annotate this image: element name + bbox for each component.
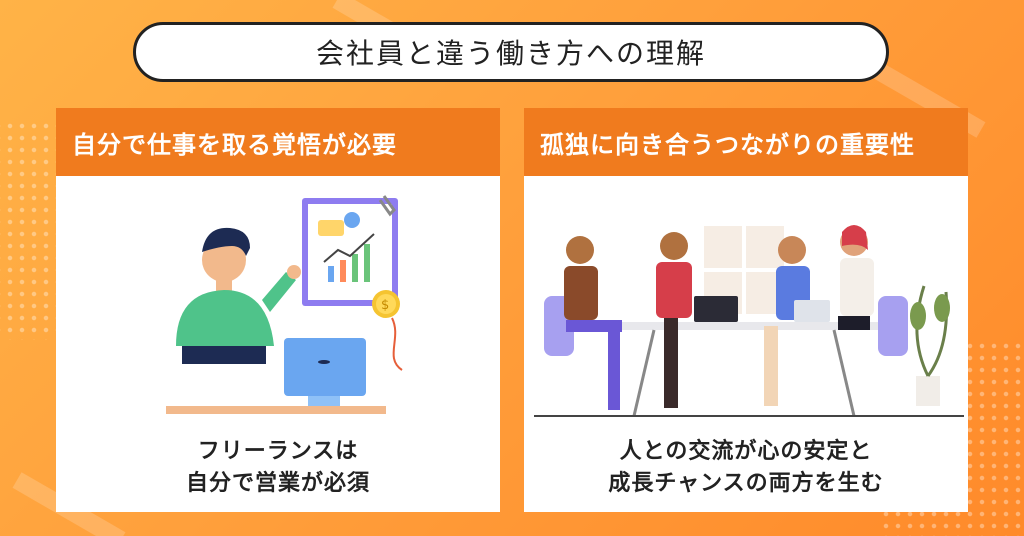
person — [176, 227, 301, 364]
right-panel-header: 孤独に向き合うつながりの重要性 — [524, 108, 968, 176]
left-caption-line2: 自分で営業が必須 — [185, 471, 370, 496]
laptop-icon — [794, 300, 830, 322]
right-caption-line2: 成長チャンスの両方を生む — [608, 471, 884, 496]
page-title: 会社員と違う働き方への理解 — [315, 37, 706, 70]
title-banner: 会社員と違う働き方への理解 — [133, 22, 889, 82]
table — [596, 322, 892, 330]
plant-icon — [910, 285, 950, 406]
left-caption-line1: フリーランスは — [197, 439, 359, 464]
right-panel-caption: 人との交流が心の安定と 成長チャンスの両方を生む — [524, 436, 968, 500]
right-panel-heading: 孤独に向き合うつながりの重要性 — [540, 130, 915, 159]
paperclip-icon — [378, 195, 396, 217]
laptop-icon — [694, 296, 738, 322]
left-panel: 自分で仕事を取る覚悟が必要 $ — [56, 108, 500, 512]
coin-icon: $ — [372, 290, 403, 371]
laptop-icon — [284, 338, 366, 406]
right-panel: 孤独に向き合うつながりの重要性 — [524, 108, 968, 512]
left-panel-header: 自分で仕事を取る覚悟が必要 — [56, 108, 500, 176]
person — [838, 225, 874, 330]
person — [564, 236, 622, 410]
svg-text:$: $ — [381, 298, 389, 313]
right-caption-line1: 人との交流が心の安定と — [619, 439, 873, 464]
person — [656, 232, 692, 408]
meeting-illustration — [534, 225, 964, 417]
freelancer-illustration: $ — [166, 195, 403, 414]
chart-board-icon — [302, 198, 398, 306]
left-panel-heading: 自分で仕事を取る覚悟が必要 — [72, 130, 397, 159]
desk — [166, 406, 386, 414]
left-panel-caption: フリーランスは 自分で営業が必須 — [56, 436, 500, 500]
